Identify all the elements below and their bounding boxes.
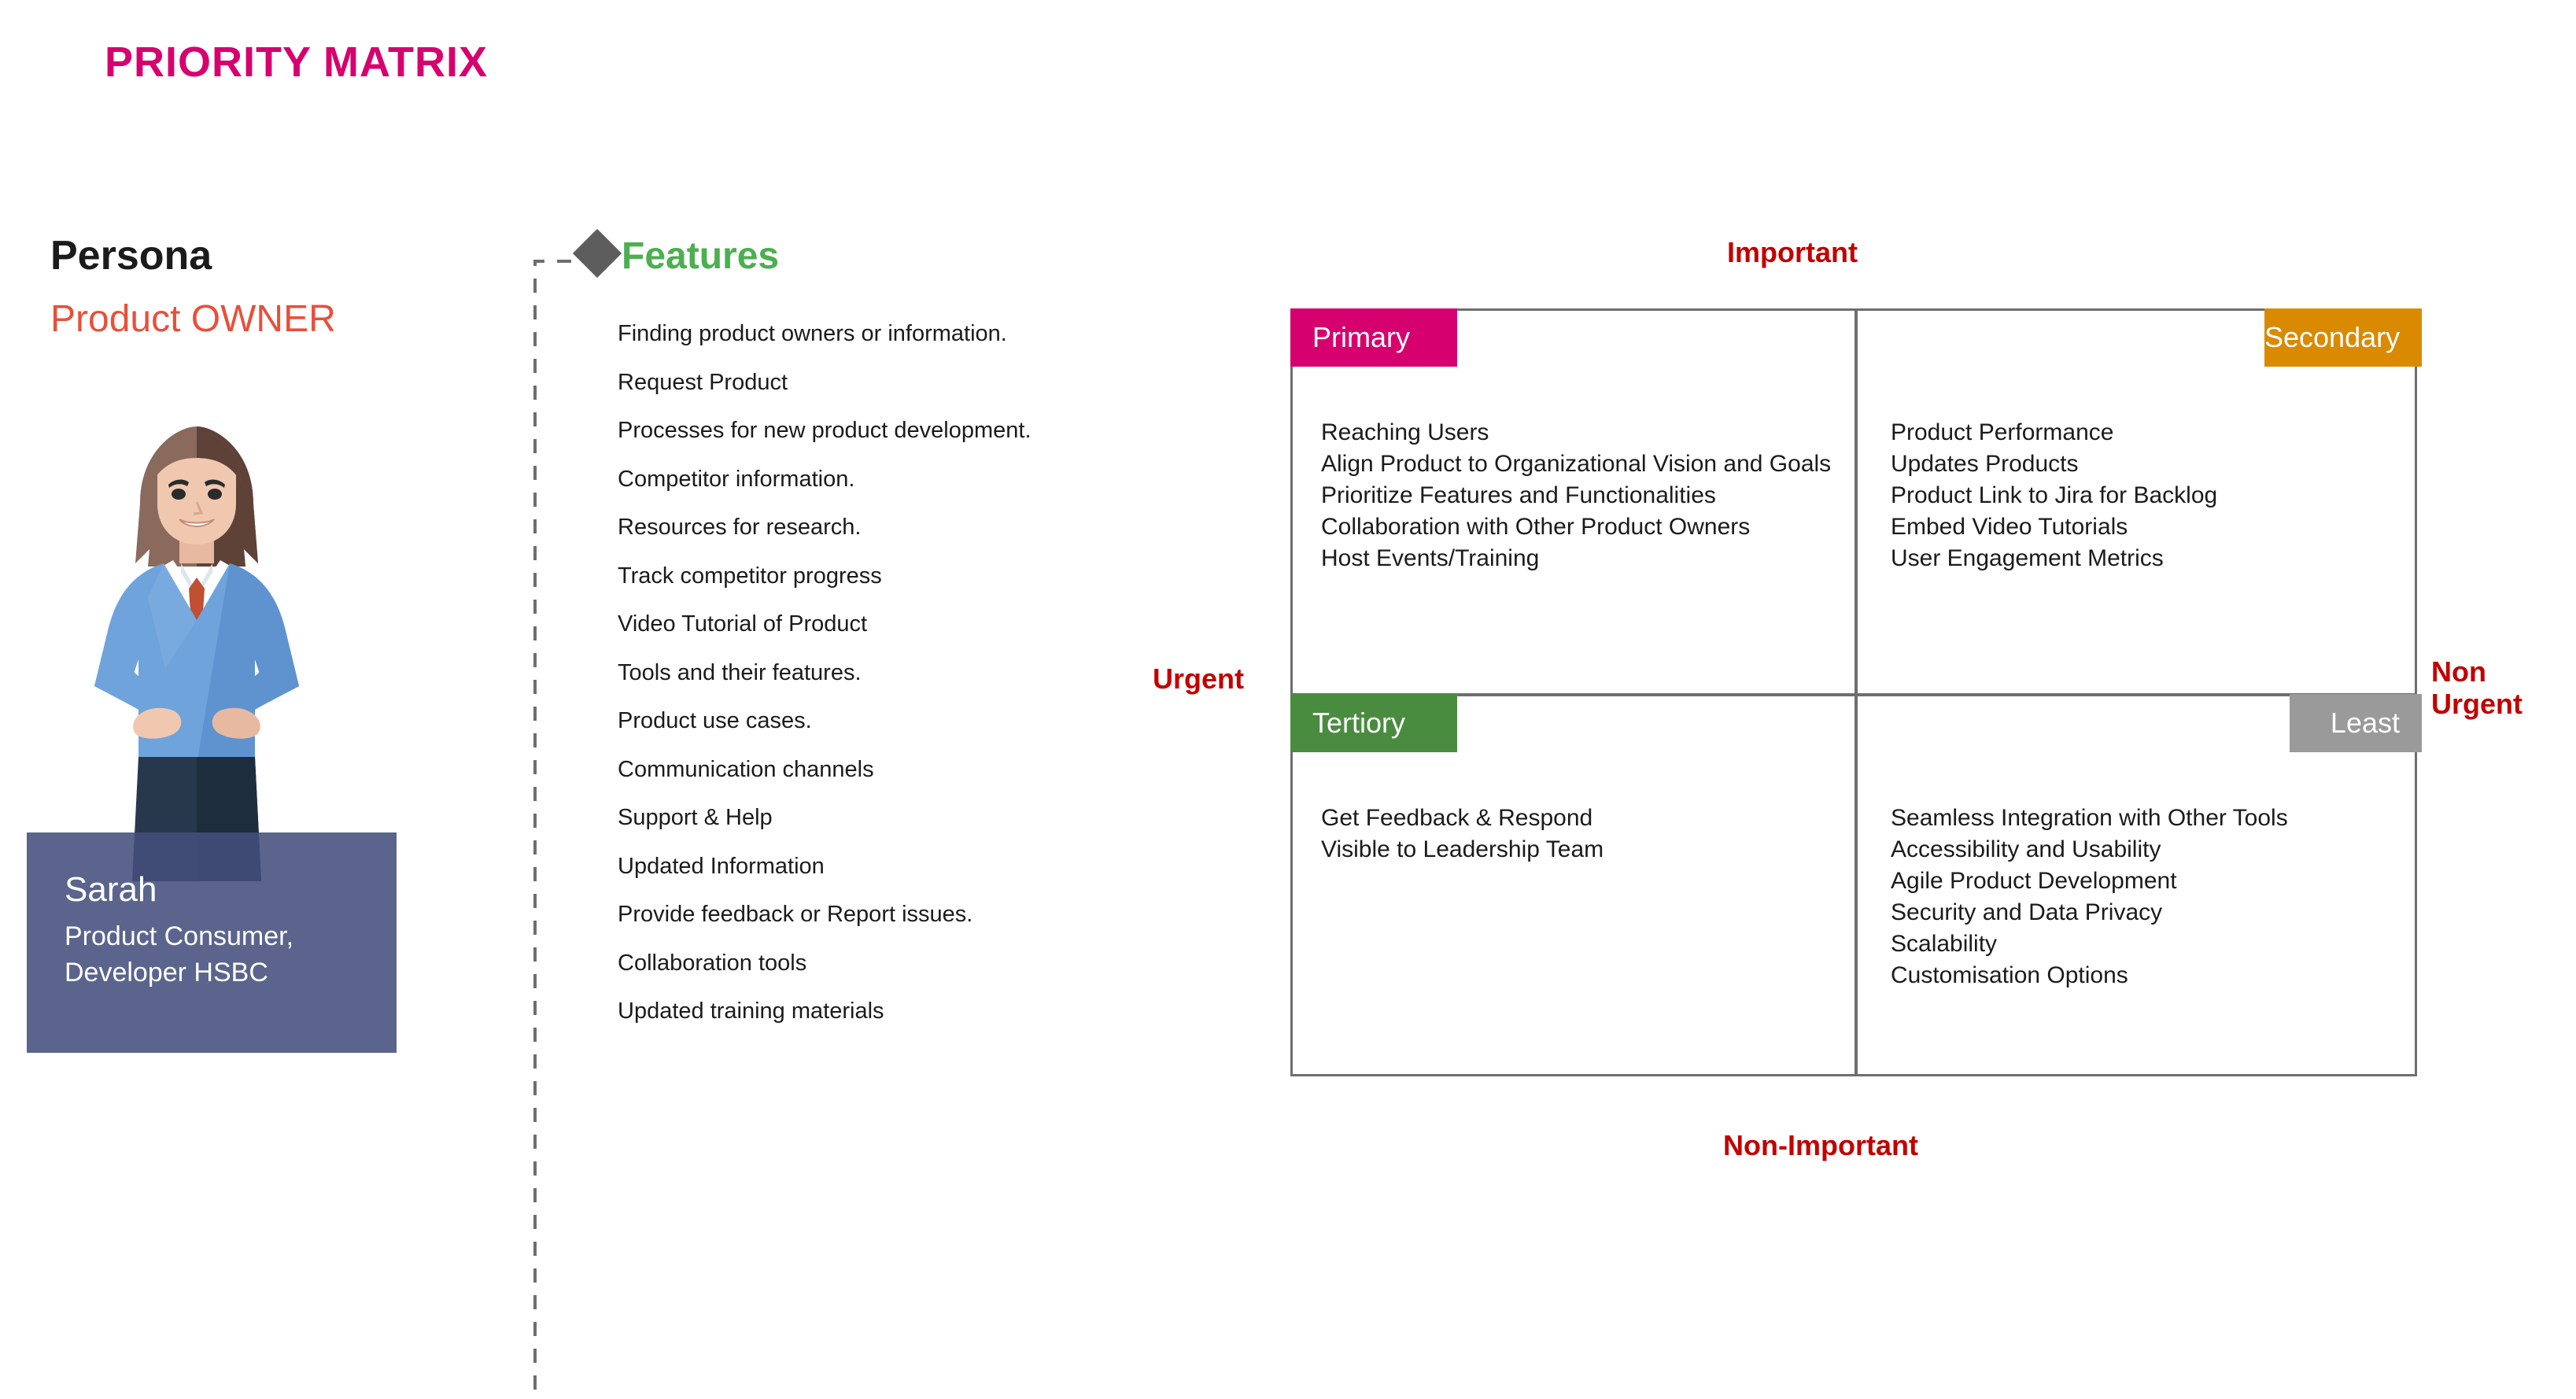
persona-illustration [94, 426, 299, 881]
feature-item: Resources for research. [618, 515, 862, 540]
quadrant-item: Accessibility and Usability [1891, 836, 2161, 862]
feature-item: Tools and their features. [618, 659, 862, 685]
persona-name-card: Sarah Product Consumer, Developer HSBC [27, 832, 397, 1053]
quadrant-tertiary[interactable]: Tertiory Get Feedback & Respond Visible … [1290, 694, 1854, 1079]
quadrant-item: Seamless Integration with Other Tools [1891, 805, 2288, 831]
feature-item: Product use cases. [618, 708, 812, 733]
quadrant-tertiary-items: Get Feedback & Respond Visible to Leader… [1321, 807, 1840, 869]
quadrant-item: Scalability [1891, 931, 1998, 957]
feature-item: Request Product [618, 369, 788, 395]
quadrant-badge-least: Least [2290, 694, 2422, 752]
quadrant-secondary-items: Product Performance Updates Products Pro… [1891, 421, 2405, 578]
persona-role-label: Product OWNER [50, 298, 336, 340]
feature-item: Finding product owners or information. [618, 321, 1007, 346]
quadrant-item: Embed Video Tutorials [1891, 514, 2128, 540]
quadrant-item: Customisation Options [1891, 962, 2128, 988]
features-list: Finding product owners or information. R… [618, 323, 1105, 1049]
matrix-horizontal-divider [1293, 693, 2415, 696]
axis-label-non-urgent: Non Urgent [2431, 655, 2522, 721]
persona-heading: Persona [50, 233, 212, 279]
features-dashed-connector [533, 260, 598, 1399]
matrix-vertical-divider [1854, 311, 1858, 1074]
quadrant-item: Collaboration with Other Product Owners [1321, 514, 1751, 540]
quadrant-item: Prioritize Features and Functionalities [1321, 482, 1716, 508]
feature-item: Track competitor progress [618, 563, 882, 589]
feature-item: Provide feedback or Report issues. [618, 902, 973, 927]
quadrant-item: Agile Product Development [1891, 868, 2177, 894]
quadrant-badge-primary: Primary [1290, 308, 1457, 367]
feature-item: Competitor information. [618, 466, 855, 492]
feature-item: Updated training materials [618, 998, 884, 1024]
quadrant-item: Updates Products [1891, 451, 2079, 477]
quadrant-primary[interactable]: Primary Reaching Users Align Product to … [1290, 308, 1854, 693]
axis-label-urgent: Urgent [1153, 663, 1244, 695]
quadrant-item: Reaching Users [1321, 419, 1489, 445]
quadrant-item: Product Performance [1891, 419, 2114, 445]
quadrant-item: Align Product to Organizational Vision a… [1321, 451, 1832, 477]
axis-label-important: Important [1727, 236, 1858, 268]
quadrant-least-items: Seamless Integration with Other Tools Ac… [1891, 807, 2405, 995]
feature-item: Communication channels [618, 756, 874, 782]
quadrant-item: Visible to Leadership Team [1321, 836, 1604, 862]
quadrant-item: Host Events/Training [1321, 545, 1540, 571]
feature-item: Updated Information [618, 853, 825, 879]
quadrant-item: Get Feedback & Respond [1321, 805, 1593, 831]
quadrant-least[interactable]: Least Seamless Integration with Other To… [1858, 694, 2422, 1079]
priority-matrix-grid: Primary Reaching Users Align Product to … [1290, 308, 2422, 1079]
quadrant-badge-secondary: Secondary [2264, 308, 2422, 367]
feature-item: Video Tutorial of Product [618, 611, 868, 637]
quadrant-item: Product Link to Jira for Backlog [1891, 482, 2218, 508]
persona-card-name: Sarah [65, 870, 157, 909]
quadrant-secondary[interactable]: Secondary Product Performance Updates Pr… [1858, 308, 2422, 693]
persona-card-description: Product Consumer, Developer HSBC [65, 921, 294, 987]
quadrant-item: User Engagement Metrics [1891, 545, 2164, 571]
feature-item: Support & Help [618, 805, 773, 830]
quadrant-item: Security and Data Privacy [1891, 899, 2163, 925]
feature-item: Collaboration tools [618, 950, 807, 976]
quadrant-primary-items: Reaching Users Align Product to Organiza… [1321, 421, 1840, 578]
features-heading: Features [622, 235, 780, 277]
page-title: PRIORITY MATRIX [105, 39, 489, 86]
feature-item: Processes for new product development. [618, 418, 1032, 443]
quadrant-badge-tertiary: Tertiory [1290, 694, 1457, 752]
axis-label-non-important: Non-Important [1723, 1129, 1918, 1161]
